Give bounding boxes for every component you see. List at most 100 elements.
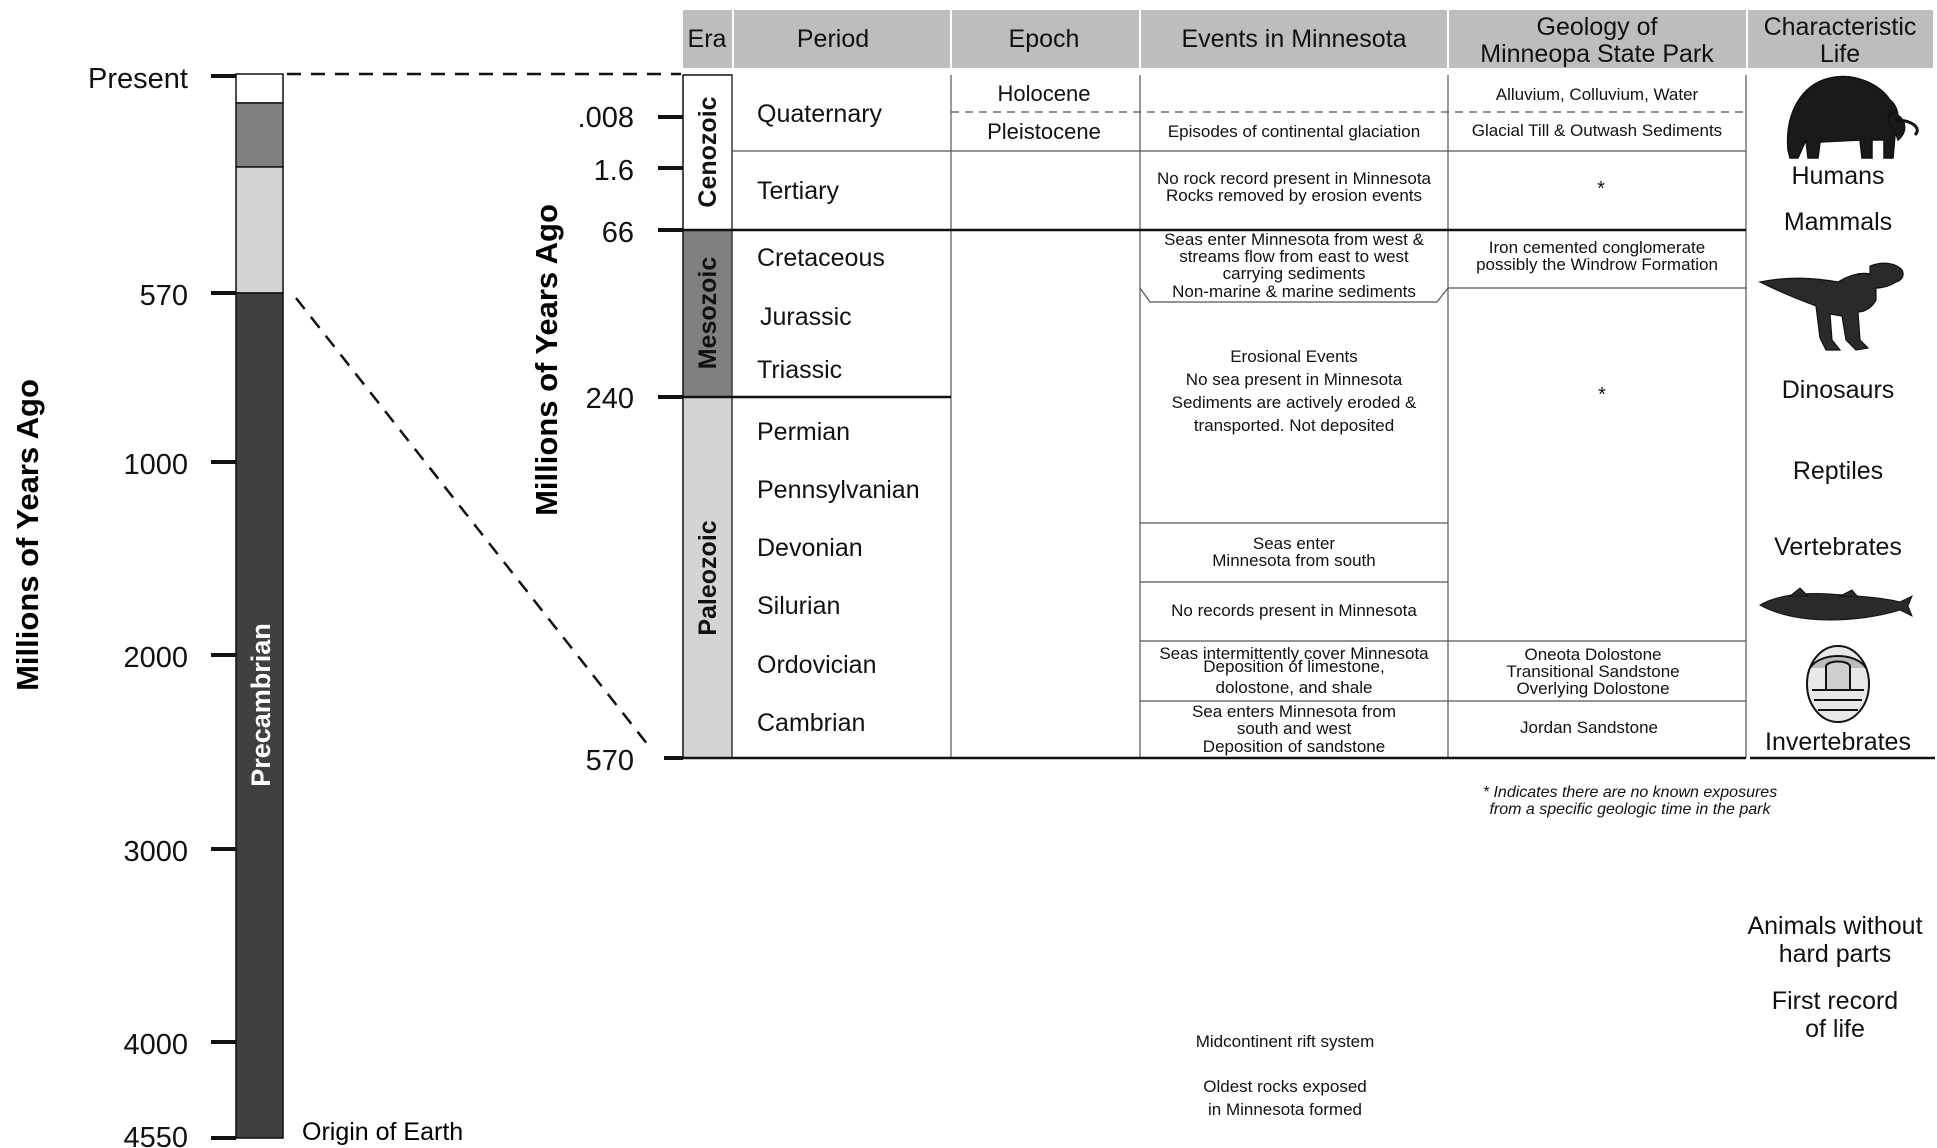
- footnote: * Indicates there are no known exposures…: [1483, 784, 1777, 818]
- period-pennsylvanian: Pennsylvanian: [757, 476, 920, 504]
- left-axis-title: Millions of Years Ago: [10, 379, 45, 691]
- epoch-labels: Holocene Pleistocene: [987, 81, 1101, 144]
- event-text: Seas enter Minnesota from west &: [1164, 230, 1425, 249]
- precambrian-label: Precambrian: [246, 623, 276, 787]
- right-axis: [658, 115, 683, 760]
- period-cretaceous: Cretaceous: [757, 244, 885, 272]
- life-labels: Humans Mammals Dinosaurs Reptiles Verteb…: [1747, 162, 1922, 1043]
- event-text: Sea enters Minnesota from: [1192, 702, 1396, 721]
- right-axis-title: Millions of Years Ago: [529, 204, 564, 516]
- geology-text: Overlying Dolostone: [1516, 679, 1669, 698]
- geology-text: possibly the Windrow Formation: [1476, 255, 1718, 274]
- header-epoch-cell: [952, 10, 1139, 68]
- event-text: Non-marine & marine sediments: [1172, 282, 1416, 301]
- event-text: No rock record present in Minnesota: [1157, 169, 1432, 188]
- life-reptiles: Reptiles: [1793, 457, 1883, 485]
- life-humans: Humans: [1791, 162, 1884, 190]
- left-tick-label: 1000: [123, 449, 188, 481]
- event-text: Deposition of limestone,: [1203, 657, 1384, 676]
- right-tick-label: 1.6: [594, 155, 634, 187]
- era-cenozoic-label: Cenozoic: [694, 96, 722, 207]
- event-text: Oldest rocks exposed: [1203, 1077, 1366, 1096]
- header-life-cell: [1748, 10, 1933, 68]
- geology-text: Jordan Sandstone: [1520, 718, 1658, 737]
- right-tick-label: 240: [586, 383, 634, 415]
- header-epoch: Epoch: [1009, 25, 1080, 53]
- era-cenozoic-cell: [682, 74, 733, 231]
- period-triassic: Triassic: [757, 356, 842, 384]
- geology-text: Transitional Sandstone: [1506, 662, 1679, 681]
- life-dinosaurs: Dinosaurs: [1782, 376, 1895, 404]
- trilobite-illustration: [1806, 645, 1870, 723]
- event-text: No records present in Minnesota: [1171, 601, 1417, 620]
- header-row: Era Period Epoch Events in Minnesota Geo…: [683, 10, 1933, 68]
- cenozoic-band: [235, 73, 284, 104]
- event-text: Erosional Events: [1230, 347, 1358, 366]
- period-cambrian: Cambrian: [757, 709, 865, 737]
- geology-text: Oneota Dolostone: [1524, 645, 1661, 664]
- footnote-line1: * Indicates there are no known exposures: [1483, 784, 1777, 801]
- event-text: Seas intermittently cover Minnesota: [1159, 644, 1429, 663]
- period-devonian: Devonian: [757, 534, 863, 562]
- era-mesozoic-label: Mesozoic: [694, 257, 722, 370]
- event-text: dolostone, and shale: [1216, 678, 1373, 697]
- left-tick-label: 2000: [123, 642, 188, 674]
- event-text: in Minnesota formed: [1208, 1100, 1362, 1119]
- period-ordovician: Ordovician: [757, 651, 877, 679]
- life-vertebrates: Vertebrates: [1774, 533, 1902, 561]
- life-invertebrates: Invertebrates: [1765, 728, 1911, 756]
- header-era: Era: [688, 25, 727, 53]
- event-text: transported. Not deposited: [1194, 416, 1394, 435]
- right-tick-label: .008: [578, 102, 634, 134]
- geology-text: Glacial Till & Outwash Sediments: [1472, 121, 1722, 140]
- table-thick-lines: [683, 228, 1935, 760]
- left-tick-labels: Present 570 1000 2000 3000 4000 4550: [88, 63, 188, 1148]
- era-paleozoic-label: Paleozoic: [694, 520, 722, 635]
- era-column: Cenozoic Mesozoic Paleozoic: [682, 74, 733, 759]
- footnote-line2: from a specific geologic time in the par…: [1489, 801, 1771, 818]
- left-tick-label: 4000: [123, 1029, 188, 1061]
- event-text: Episodes of continental glaciation: [1168, 122, 1420, 141]
- precambrian-band: [235, 292, 284, 1139]
- full-time-column: Precambrian: [235, 73, 284, 1139]
- connector-bottom: [295, 297, 649, 746]
- header-life-2: Life: [1820, 40, 1860, 68]
- mammoth-illustration: [1786, 75, 1919, 159]
- period-silurian: Silurian: [757, 592, 840, 620]
- header-era-cell: [683, 10, 732, 68]
- header-period: Period: [797, 25, 869, 53]
- life-mammals: Mammals: [1784, 208, 1892, 236]
- event-text: Deposition of sandstone: [1203, 737, 1385, 756]
- header-geology-2: Minneopa State Park: [1480, 40, 1714, 68]
- right-tick-label: 66: [602, 217, 634, 249]
- geology-text: Alluvium, Colluvium, Water: [1496, 85, 1699, 104]
- geology-text: *: [1597, 178, 1605, 200]
- table-grid: [731, 75, 1747, 758]
- period-quaternary: Quaternary: [757, 100, 883, 128]
- event-text: south and west: [1237, 719, 1352, 738]
- life-soft-1: Animals without: [1747, 912, 1922, 940]
- left-tick-label: 3000: [123, 836, 188, 868]
- life-first-2: of life: [1805, 1015, 1865, 1043]
- event-text: Sediments are actively eroded &: [1172, 393, 1417, 412]
- paleozoic-band: [235, 166, 284, 294]
- fish-illustration: [1758, 587, 1913, 621]
- dinosaur-illustration: [1758, 262, 1904, 351]
- period-jurassic: Jurassic: [760, 303, 852, 331]
- event-text: No sea present in Minnesota: [1186, 370, 1403, 389]
- left-tick-label: 4550: [123, 1122, 188, 1148]
- header-geology-cell: [1449, 10, 1746, 68]
- event-text: Minnesota from south: [1212, 551, 1375, 570]
- right-tick-labels: .008 1.6 66 240 570: [578, 102, 634, 777]
- origin-of-earth-label: Origin of Earth: [302, 1118, 463, 1146]
- epoch-holocene: Holocene: [998, 81, 1091, 106]
- geology-column: Alluvium, Colluvium, Water Glacial Till …: [1472, 85, 1722, 737]
- left-axis: [211, 74, 236, 1140]
- geology-text: Iron cemented conglomerate: [1489, 238, 1705, 257]
- event-text: Midcontinent rift system: [1196, 1032, 1375, 1051]
- event-text: carrying sediments: [1223, 264, 1366, 283]
- left-tick-label: Present: [88, 63, 188, 95]
- period-permian: Permian: [757, 418, 850, 446]
- mesozoic-band: [235, 102, 284, 168]
